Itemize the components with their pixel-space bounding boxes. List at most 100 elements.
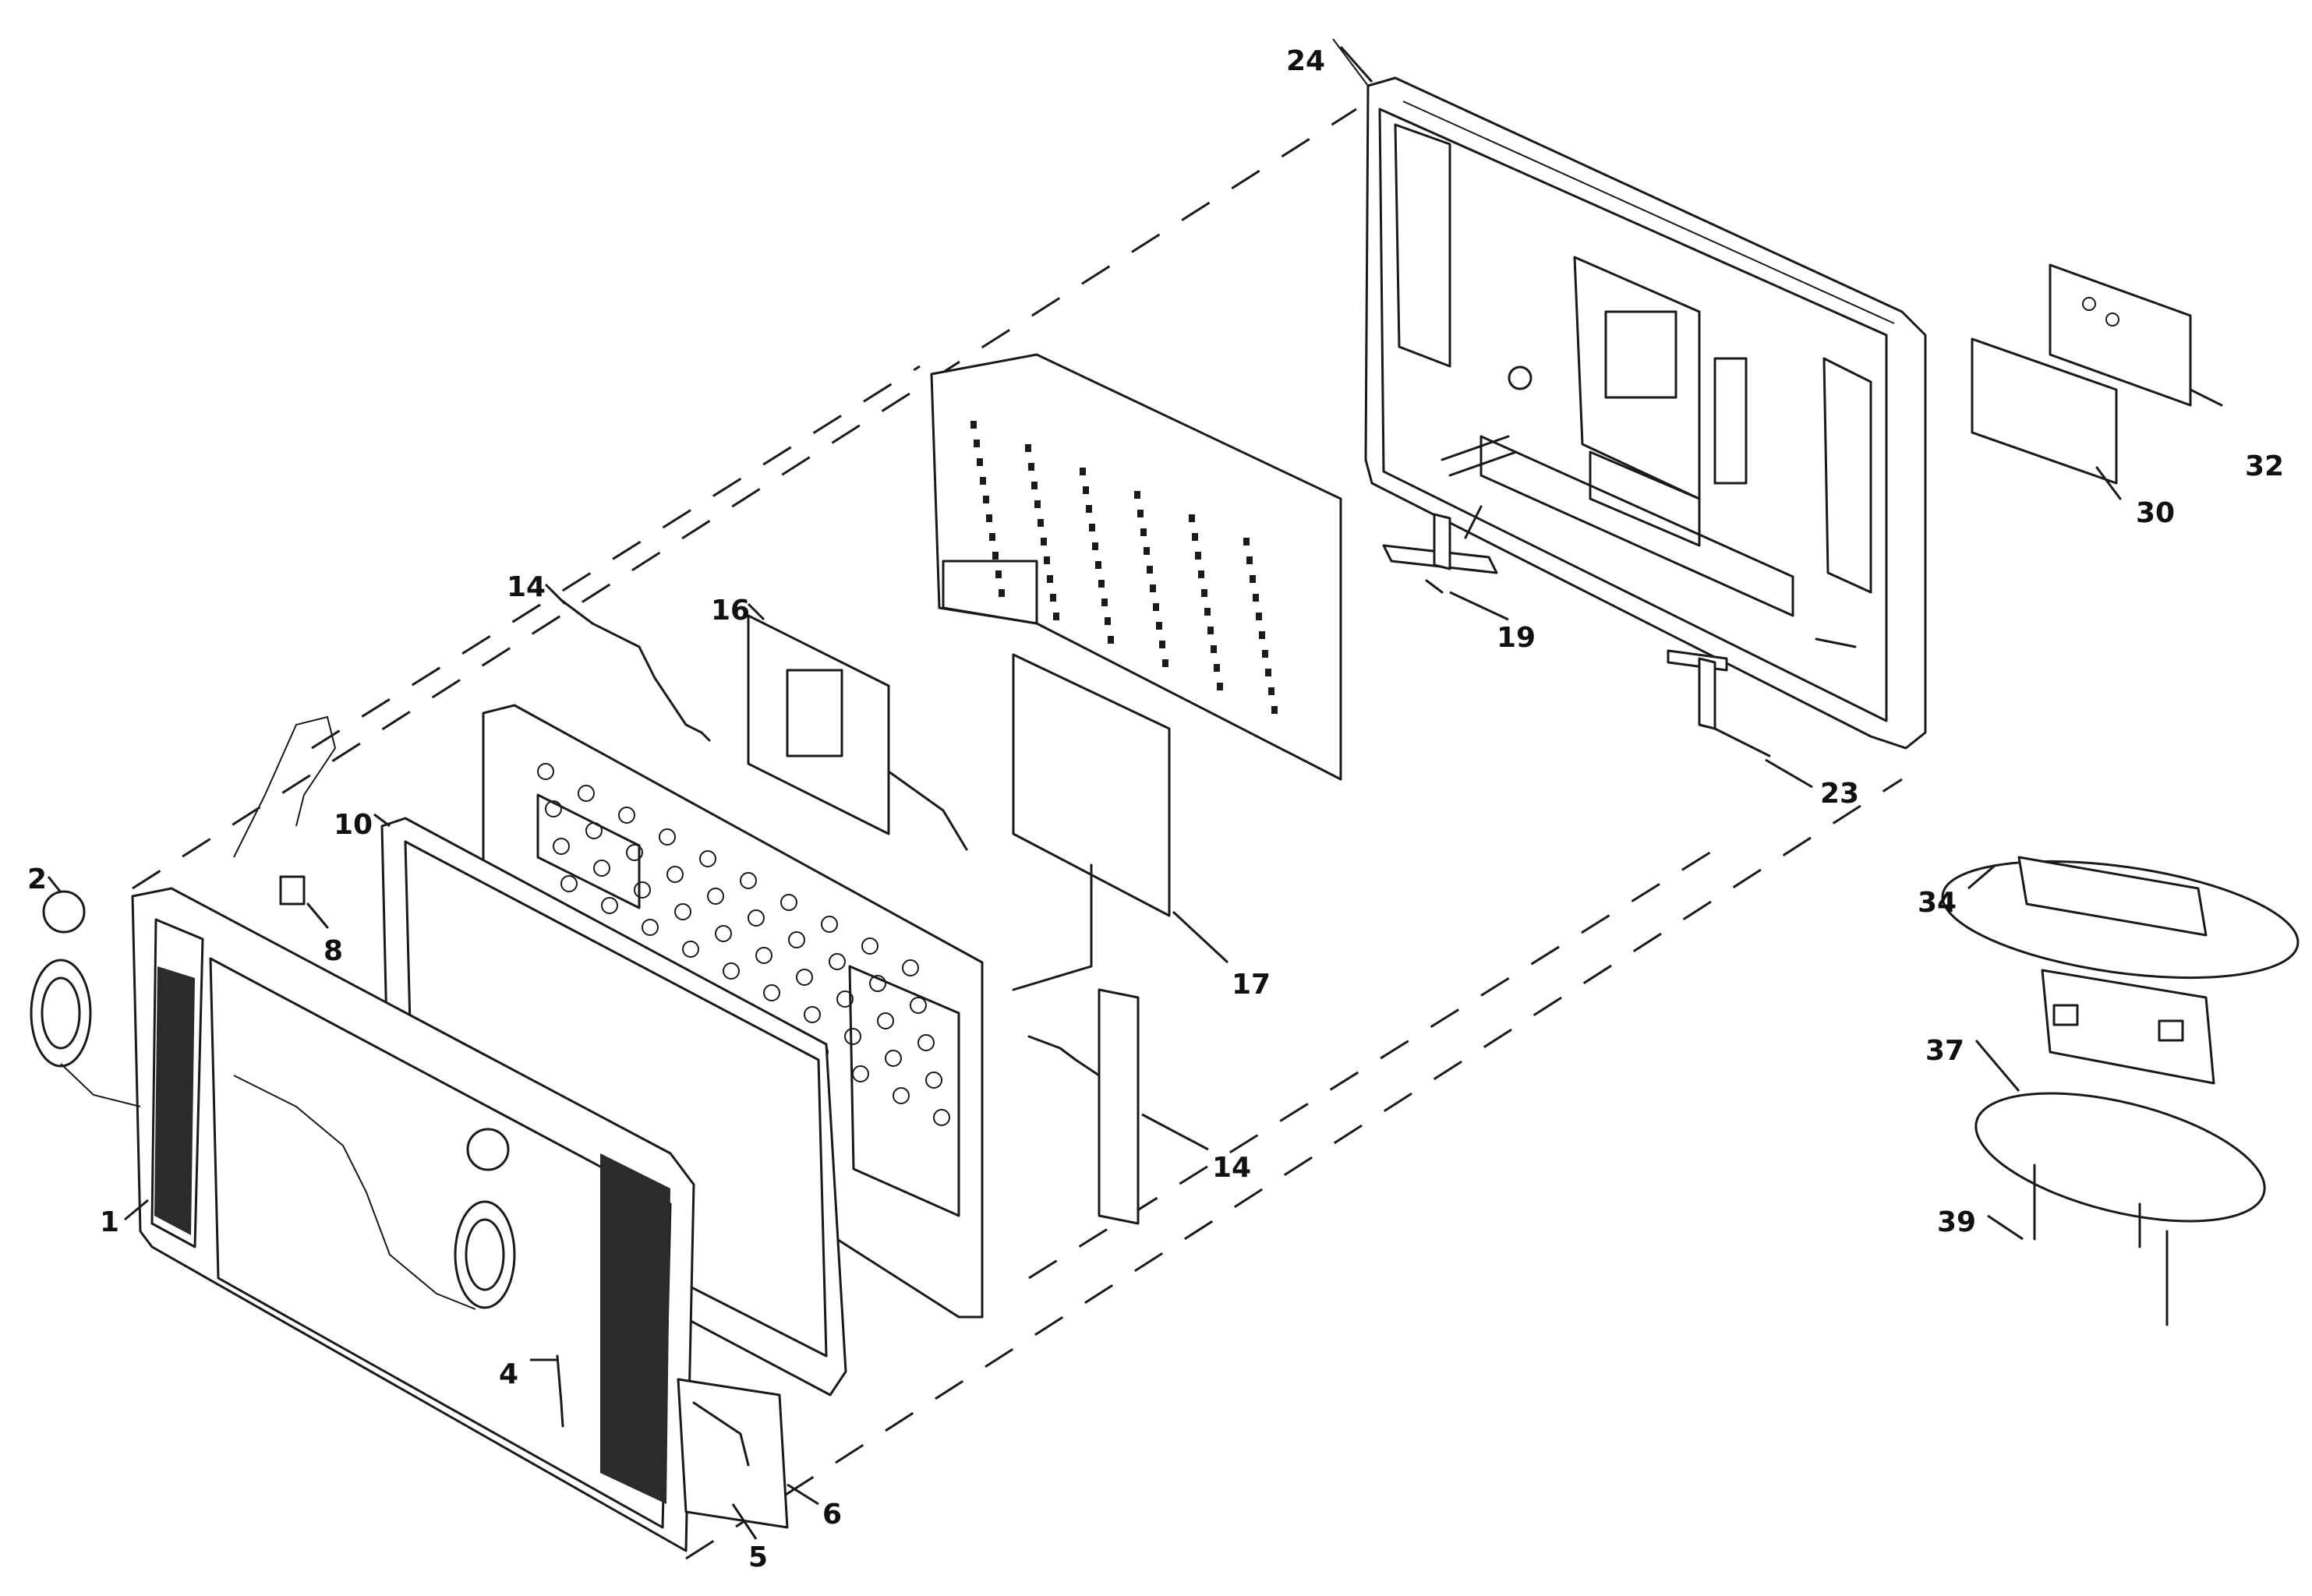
vent-hole	[970, 421, 977, 429]
chassis-hole	[852, 1065, 869, 1082]
vent-hole	[1189, 514, 1195, 522]
speaker-right	[454, 1128, 516, 1309]
vent-hole	[1080, 468, 1086, 475]
part-label-30: 30	[2136, 497, 2175, 529]
vent-hole	[1105, 617, 1111, 625]
bracket-23	[1382, 505, 1498, 594]
chassis-hole	[674, 903, 691, 920]
chassis-hole	[763, 984, 780, 1001]
chassis-hole	[666, 866, 684, 883]
vent-hole	[1204, 608, 1211, 616]
board-17	[747, 614, 968, 851]
part-label-4: 4	[499, 1358, 518, 1390]
chassis-hole	[553, 838, 570, 855]
vent-hole	[1028, 463, 1034, 471]
chassis-hole	[910, 997, 927, 1014]
part-label-6: 6	[822, 1499, 842, 1531]
vent-hole	[1050, 594, 1056, 602]
vent-hole	[1025, 444, 1031, 452]
part-labels: 24 32 30 19 23 14 16 17 10 14 2 1 4 5 6 …	[27, 45, 2284, 1573]
control-buttons-4	[556, 1354, 564, 1428]
chassis-hole	[578, 785, 595, 802]
chassis-hole	[740, 872, 757, 889]
part-label-32: 32	[2245, 450, 2284, 482]
vent-hole	[1038, 519, 1044, 527]
vent-hole	[1089, 524, 1095, 531]
vent-hole	[989, 533, 995, 541]
vent-hole	[995, 570, 1002, 578]
part-label-8-rendered: 8	[323, 935, 343, 967]
chassis-hole	[836, 990, 854, 1008]
chassis-hole	[699, 850, 716, 867]
vent-hole	[980, 477, 986, 485]
vent-hole	[1053, 613, 1059, 620]
chassis-hole	[626, 844, 643, 861]
shield-vent-holes	[970, 421, 1278, 714]
vent-hole	[1034, 500, 1041, 508]
chassis-hole	[560, 875, 578, 892]
chassis-hole	[829, 953, 846, 970]
vent-hole	[1217, 683, 1223, 690]
vent-hole	[1092, 542, 1098, 550]
rear-cabinet	[1332, 38, 1927, 750]
vent-hole	[992, 552, 999, 560]
vent-hole	[1101, 598, 1108, 606]
vent-hole	[1192, 533, 1198, 541]
chassis-hole	[933, 1109, 950, 1126]
stand-bracket	[2041, 969, 2215, 1085]
rear-board-32	[2049, 263, 2223, 407]
chassis-hole	[869, 975, 886, 992]
vent-hole	[1156, 622, 1162, 630]
part-label-39: 39	[1937, 1206, 1976, 1238]
chassis-hole	[755, 947, 772, 964]
part-label-5: 5	[748, 1541, 768, 1573]
vent-hole	[1086, 505, 1092, 513]
assembly-guide-lines	[132, 108, 1903, 1560]
vent-hole	[1246, 556, 1253, 564]
vent-hole	[1162, 659, 1168, 667]
front-bezel-1	[131, 887, 695, 1552]
chassis-holes	[537, 763, 950, 1126]
chassis-hole	[902, 959, 919, 976]
part-label-27: 24	[1286, 45, 1325, 77]
chassis-hole	[659, 828, 676, 846]
vent-hole	[1265, 669, 1271, 676]
vent-hole	[1201, 589, 1207, 597]
chassis-hole	[796, 969, 813, 986]
vent-hole	[1044, 556, 1050, 564]
vent-hole	[1198, 570, 1204, 578]
chassis-hole	[707, 888, 724, 905]
part-label-2: 2	[27, 863, 47, 895]
part-label-24: 23	[1820, 778, 1859, 810]
vent-hole	[1041, 538, 1047, 546]
vent-hole	[1150, 584, 1156, 592]
vent-hole	[1253, 594, 1259, 602]
vent-hole	[1243, 538, 1250, 546]
vent-hole	[1207, 627, 1214, 634]
vent-hole	[1262, 650, 1268, 658]
chassis-hole	[861, 937, 878, 955]
bracket-24	[1667, 649, 1771, 757]
chassis-hole	[821, 916, 838, 933]
chassis-hole	[723, 962, 740, 980]
chassis-hole	[585, 822, 603, 839]
vent-hole	[1134, 491, 1140, 499]
part-label-34: 34	[1918, 887, 1957, 919]
chassis-hole	[780, 894, 797, 911]
vent-hole	[1268, 687, 1274, 695]
chassis-hole	[844, 1028, 861, 1045]
vent-hole	[1140, 528, 1147, 536]
vent-hole	[1250, 575, 1256, 583]
vent-hole	[1271, 706, 1278, 714]
part-label-19: 17	[1232, 969, 1271, 1001]
chassis-hole	[877, 1012, 894, 1029]
vent-hole	[1047, 575, 1053, 583]
board-14	[1027, 988, 1140, 1225]
chassis-hole	[885, 1050, 902, 1067]
main-board-19	[1012, 653, 1171, 991]
part-label-16: 14	[507, 571, 546, 603]
cable-16	[560, 598, 711, 742]
vent-hole	[1256, 613, 1262, 620]
vent-hole	[1137, 510, 1144, 517]
vent-hole	[999, 589, 1005, 597]
